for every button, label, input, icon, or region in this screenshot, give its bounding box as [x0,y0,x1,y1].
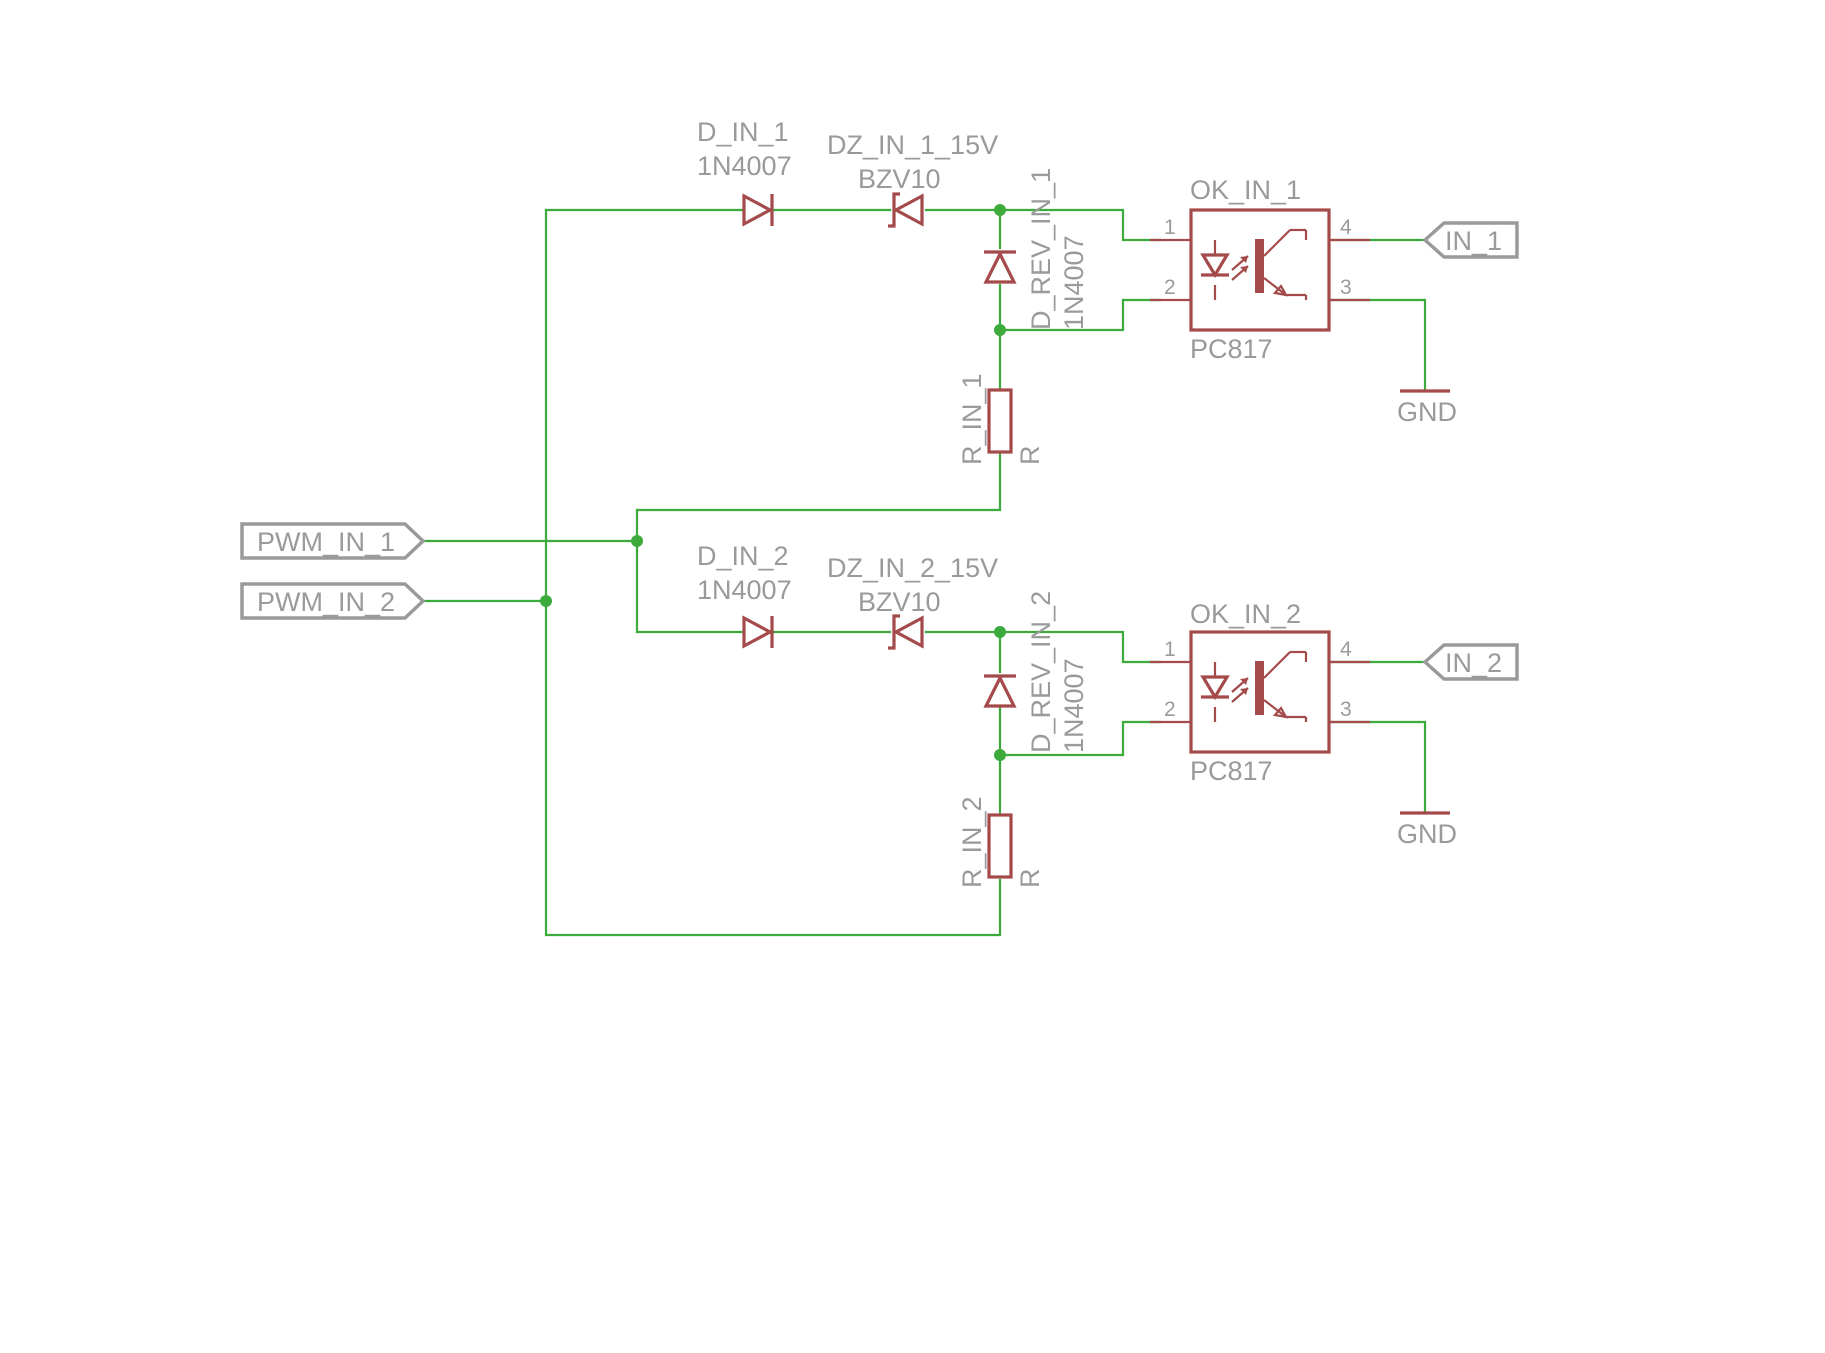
svg-text:IN_1: IN_1 [1445,226,1502,256]
resistor-r-in-1[interactable] [987,388,1013,454]
gnd-label-2: GND [1397,819,1457,849]
diode-d-rev-in-2-name: D_REV_IN_2 [1026,591,1056,753]
diode-d-rev-in-1-name: D_REV_IN_1 [1026,168,1056,330]
optocoupler-ok-in-1-name: OK_IN_1 [1190,175,1301,205]
pin-number: 3 [1340,276,1352,299]
diode-d-in-1[interactable] [742,193,774,227]
pin-number: 4 [1340,638,1352,661]
junction-dot [540,595,552,607]
resistor-r-in-2[interactable] [987,813,1013,879]
pin-number: 1 [1164,638,1176,661]
diode-d-rev-in-1[interactable] [983,250,1017,284]
diode-d-rev-in-2-value: 1N4007 [1059,658,1089,753]
optocoupler-ok-in-1-value: PC817 [1190,334,1273,364]
resistor-r-in-1-name: R_IN_1 [957,373,987,465]
port-in-2[interactable]: IN_2 [1422,643,1519,681]
optocoupler-ok-in-2-value: PC817 [1190,756,1273,786]
resistor-r-in-1-value: R [1015,446,1045,466]
diode-d-in-2[interactable] [742,615,774,649]
zener-dz-in-2-value: BZV10 [858,587,941,617]
junction-dot [994,324,1006,336]
junction-dot [631,535,643,547]
junction-dot [994,626,1006,638]
diode-d-in-1-value: 1N4007 [697,151,792,181]
pin-number: 3 [1340,698,1352,721]
optocoupler-ok-in-1[interactable] [1148,208,1372,332]
svg-text:IN_2: IN_2 [1445,648,1502,678]
port-in-1[interactable]: IN_1 [1422,221,1519,259]
junction-dot [994,204,1006,216]
wire-r1-return [635,450,1002,512]
wire-left-bus [544,208,1002,937]
svg-text:PWM_IN_2: PWM_IN_2 [257,587,395,617]
port-pwm-in-1[interactable]: PWM_IN_1 [240,522,426,560]
zener-dz-in-1-name: DZ_IN_1_15V [827,130,998,160]
junctions [540,204,1006,761]
resistor-r-in-2-value: R [1015,869,1045,889]
diode-d-in-2-name: D_IN_2 [697,541,789,571]
pin-number: 2 [1164,698,1176,721]
gnd-label-1: GND [1397,397,1457,427]
diode-d-rev-in-1-value: 1N4007 [1059,235,1089,330]
svg-text:PWM_IN_1: PWM_IN_1 [257,527,395,557]
diode-d-in-1-name: D_IN_1 [697,117,789,147]
zener-dz-in-1-value: BZV10 [858,164,941,194]
pin-number: 2 [1164,276,1176,299]
junction-dot [994,749,1006,761]
port-pwm-in-2[interactable]: PWM_IN_2 [240,582,426,620]
zener-dz-in-2[interactable] [888,614,924,650]
zener-dz-in-2-name: DZ_IN_2_15V [827,553,998,583]
optocoupler-ok-in-2[interactable] [1148,630,1372,754]
pin-number: 1 [1164,216,1176,239]
optocoupler-ok-in-2-name: OK_IN_2 [1190,599,1301,629]
diode-d-rev-in-2[interactable] [983,674,1017,708]
zener-dz-in-1[interactable] [888,192,924,228]
diode-d-in-2-value: 1N4007 [697,575,792,605]
pin-number: 4 [1340,216,1352,239]
resistor-r-in-2-name: R_IN_2 [957,796,987,888]
